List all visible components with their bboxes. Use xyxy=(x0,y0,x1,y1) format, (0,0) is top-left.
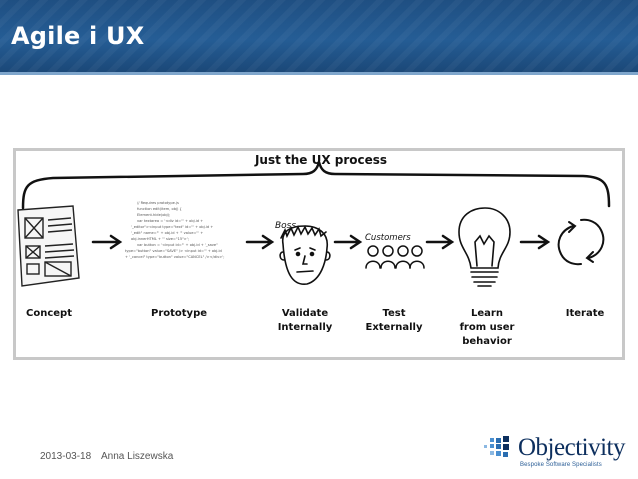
step-label-prototype: Prototype xyxy=(151,308,207,319)
arrow-3 xyxy=(333,234,363,250)
customers-icon xyxy=(365,245,425,269)
concept-sketch-icon xyxy=(17,205,80,287)
logo-dot-grid xyxy=(484,436,509,457)
step-label-iterate: Iterate xyxy=(566,308,605,319)
footer-author: Anna Liszewska xyxy=(101,451,174,462)
code-line: Element.hide(obj); xyxy=(137,213,170,217)
logo-wordmark: Objectivity xyxy=(518,434,625,461)
arrow-4 xyxy=(425,234,455,250)
code-line: '_editor"><input type="text" id="' + obj… xyxy=(131,225,213,229)
arrow-5 xyxy=(519,234,551,250)
footer-date: 2013-03-18 xyxy=(40,451,92,462)
boss-caption: Boss xyxy=(275,221,296,231)
code-line: type="button" value="SAVE" /> <input id=… xyxy=(125,249,222,253)
code-line: + '_cancel" type="button" value="CANCEL"… xyxy=(125,255,225,259)
diagram-frame xyxy=(13,148,625,360)
boss-face-icon xyxy=(279,225,331,285)
step-labels: Concept Prototype Validate Internally Te… xyxy=(26,308,604,347)
logo-tagline: Bespoke Software Specialists xyxy=(520,462,602,468)
process-brace xyxy=(21,161,611,210)
step-label-externally: Externally xyxy=(365,322,422,333)
code-line: obj.innerHTML + '" size="15">'; xyxy=(131,237,189,241)
title-bar-texture xyxy=(0,0,638,72)
slide-title: Agile i UX xyxy=(11,22,145,50)
step-label-from-user: from user xyxy=(460,322,515,333)
step-label-validate: Validate xyxy=(282,308,328,319)
customers-caption: Customers xyxy=(365,233,411,243)
iterate-cycle-icon xyxy=(557,218,605,266)
code-line: '_edit" name="' + obj.id + '" value="' + xyxy=(131,231,203,235)
title-separator xyxy=(0,72,638,75)
step-label-behavior: behavior xyxy=(462,336,512,347)
step-label-concept: Concept xyxy=(26,308,72,319)
arrow-2 xyxy=(245,234,275,250)
step-label-internally: Internally xyxy=(278,322,333,333)
code-line: function edit(item, obj) { xyxy=(137,207,182,211)
prototype-code-snippet: // Requires prototype.js function edit(i… xyxy=(125,201,225,259)
step-label-test: Test xyxy=(382,308,405,319)
diagram-header: Just the UX process xyxy=(254,153,387,167)
lightbulb-icon xyxy=(458,207,511,287)
step-label-learn: Learn xyxy=(471,308,503,319)
code-line: var textarea = '<div id="' + obj.id + xyxy=(137,219,203,223)
process-arrows xyxy=(91,234,551,250)
ux-process-diagram: Just the UX process // Requires prototyp… xyxy=(13,148,625,360)
code-line: var button = '<input id="' + obj.id + '_… xyxy=(137,243,218,247)
objectivity-logo-icon xyxy=(484,436,509,457)
arrow-1 xyxy=(91,234,123,250)
title-bar: Agile i UX xyxy=(0,0,638,72)
code-line: // Requires prototype.js xyxy=(137,201,179,205)
